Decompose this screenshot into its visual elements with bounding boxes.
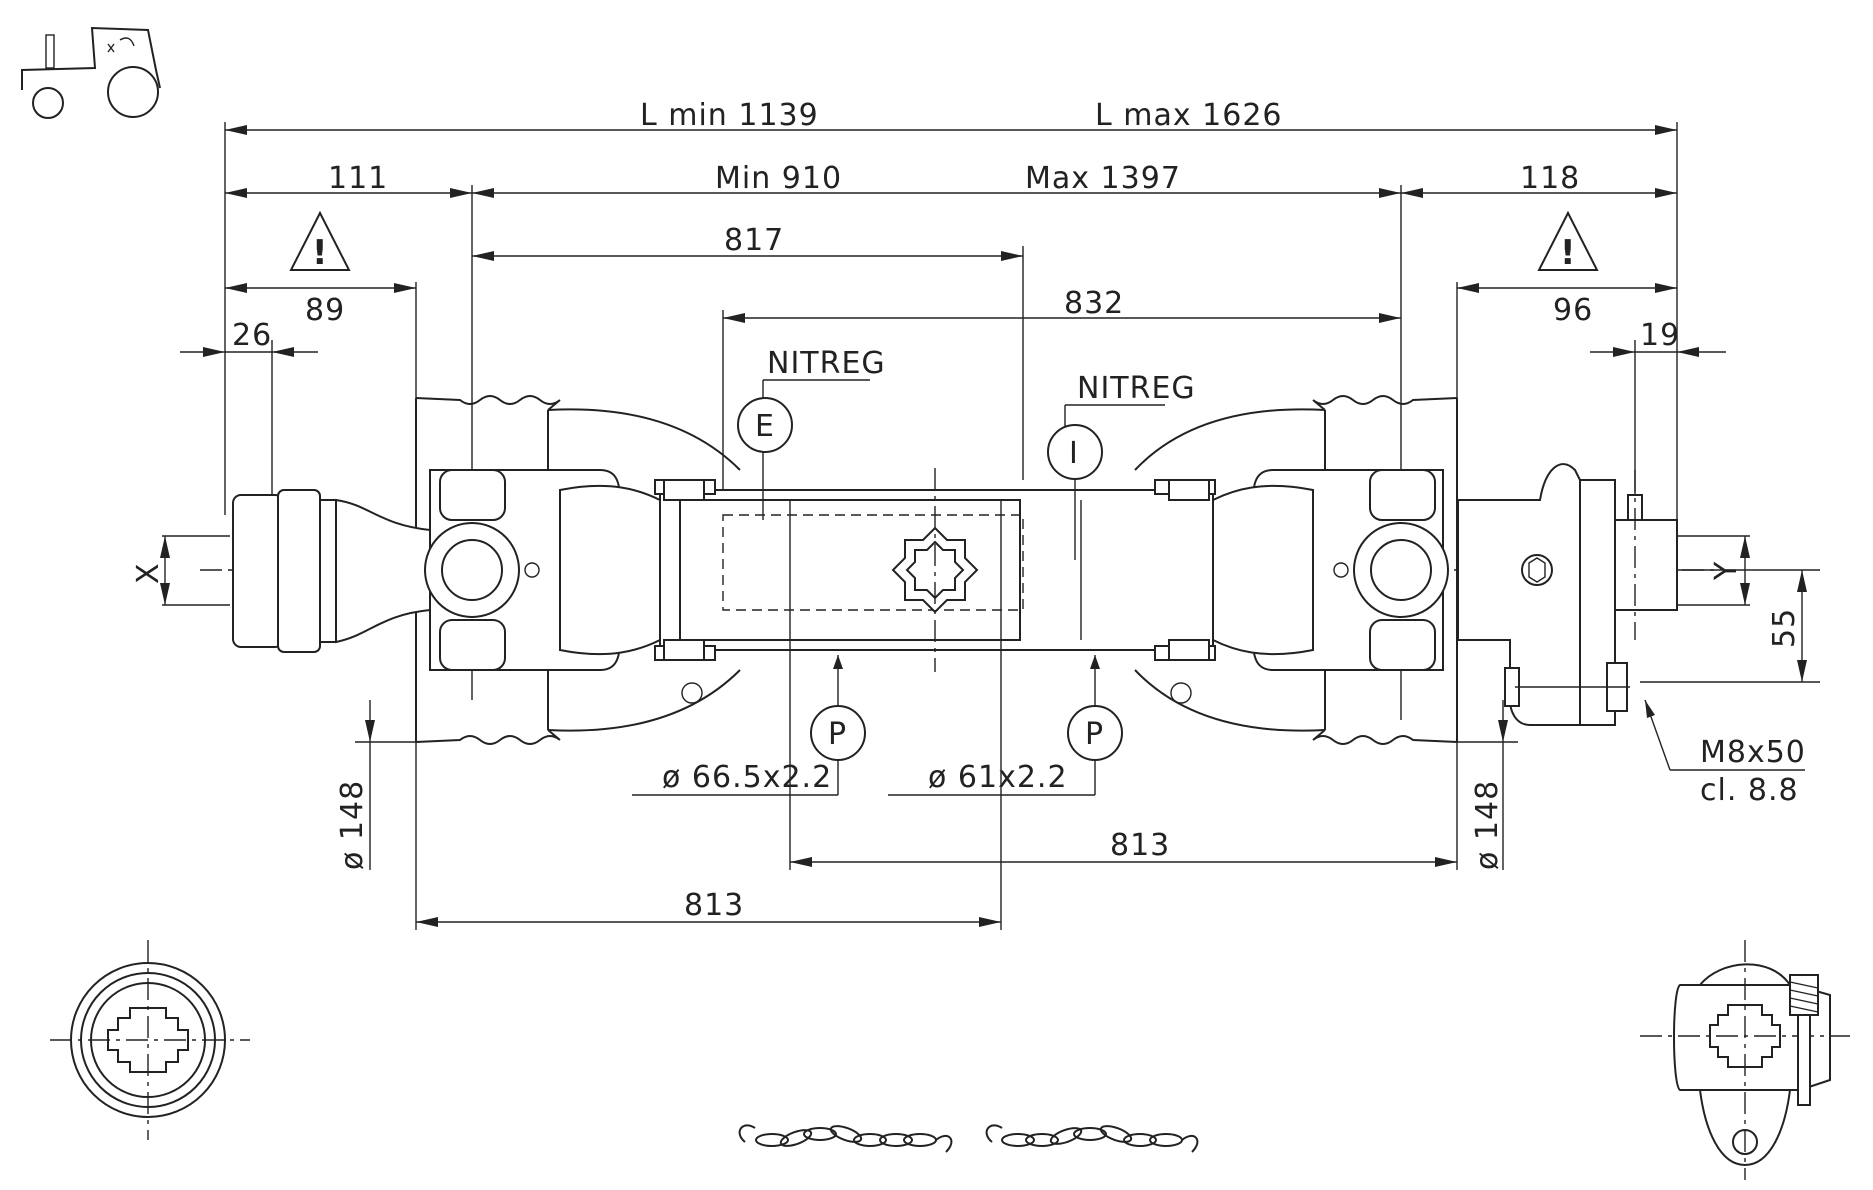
right-universal-joint [1212,469,1449,671]
right-diameter-label: ø 148 [1470,780,1505,870]
svg-text:I: I [1069,436,1078,471]
warning-mark-right: ! [1560,233,1576,273]
max-length-label: Max 1397 [1025,161,1181,196]
bubble-e: E [737,397,793,453]
tube-outer-spec: ø 66.5x2.2 [662,760,832,795]
splined-yoke-end-view-icon [50,940,250,1140]
shield-length-right-label: 813 [1110,828,1170,863]
nitreg-right-label: NITREG [1077,371,1196,406]
shield-clips [663,479,1210,704]
tractor-icon [21,26,161,119]
bubble-p-left: P [810,705,866,761]
left-guard-label: 89 [305,293,345,328]
axis-y-label: Y [1709,561,1744,581]
axis-x-label: X [131,562,166,584]
bolt-spec: M8x50 [1700,735,1806,770]
tube-cross-section [891,468,979,672]
left-diameter-label: ø 148 [335,780,370,870]
bolt-class: cl. 8.8 [1700,773,1799,808]
svg-text:P: P [828,717,846,752]
right-offset-label: 19 [1640,318,1680,353]
safety-chain-icon [738,1124,953,1153]
left-offset-label: 26 [232,318,272,353]
right-end-label: 118 [1520,161,1580,196]
warning-mark-left: ! [312,233,328,273]
safety-chain-icon [985,1124,1199,1153]
svg-text:P: P [1085,717,1103,752]
bubble-p-right: P [1067,705,1123,761]
right-guard-label: 96 [1553,293,1593,328]
min-length-label: Min 910 [715,161,842,196]
tube-inner-spec: ø 61x2.2 [928,760,1068,795]
left-universal-joint [424,469,661,671]
l-min-label: L min 1139 [640,98,819,133]
friction-clutch [1457,463,1678,726]
left-splined-hub [232,489,431,653]
left-end-label: 111 [328,161,388,196]
warning-triangle-icon: ! [1537,210,1599,273]
svg-text:E: E [755,409,774,444]
bubble-i: I [1047,424,1103,480]
shield-length-left-label: 813 [684,888,744,923]
friction-clutch-end-view-icon [1640,940,1850,1180]
inner-tube-label: 817 [724,223,784,258]
nitreg-left-label: NITREG [767,346,886,381]
outer-tube-label: 832 [1064,286,1124,321]
right-height-label: 55 [1767,608,1802,648]
warning-triangle-icon: ! [289,210,351,273]
l-max-label: L max 1626 [1095,98,1283,133]
dimension-lines [160,122,1820,930]
